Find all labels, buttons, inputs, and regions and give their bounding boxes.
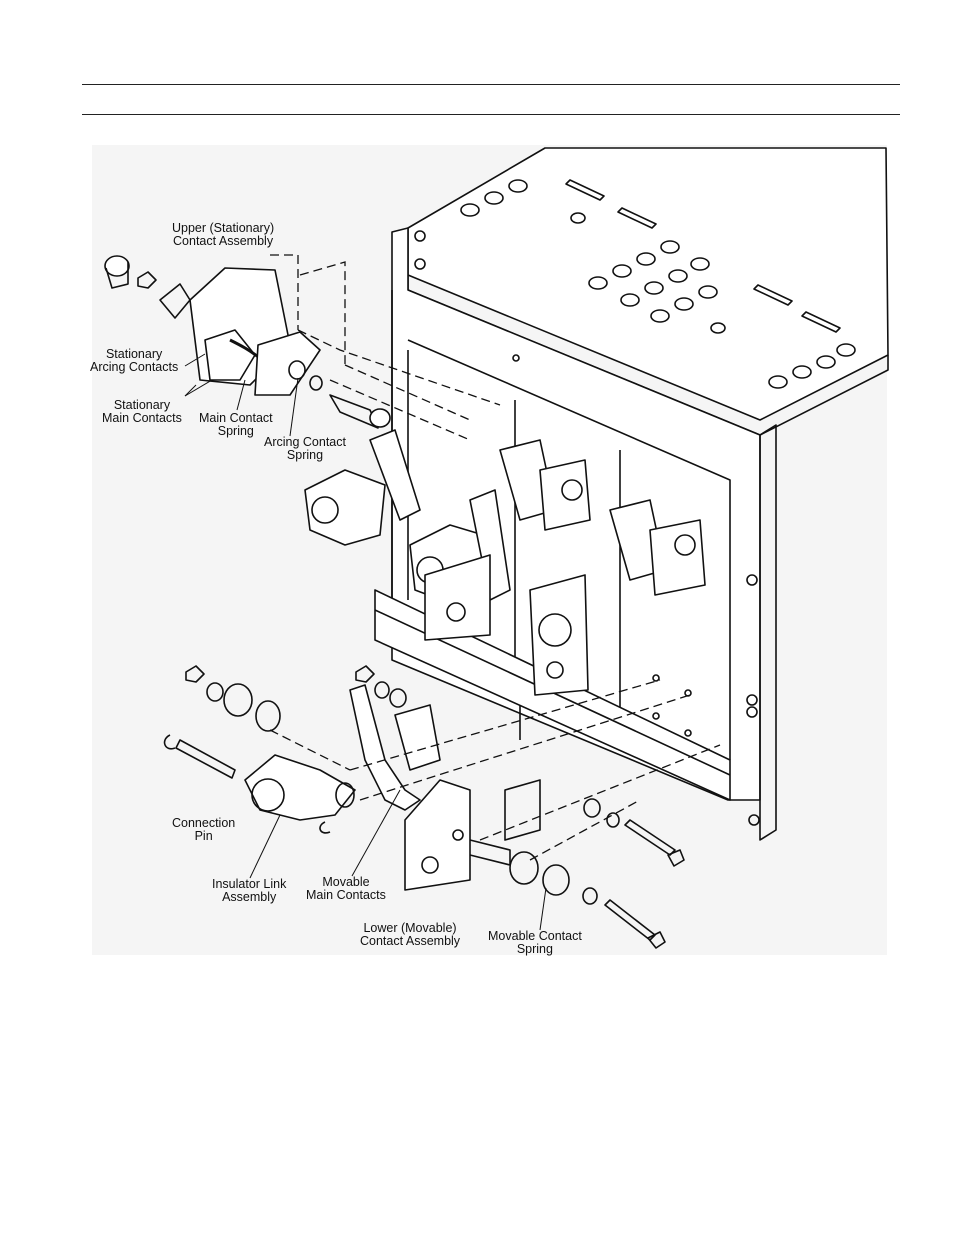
arcing-contact-spring-parts [288,360,391,429]
movable-plate-1 [424,554,491,641]
insulator-link-lower [244,754,356,821]
frame-bottom-rail [374,589,731,801]
header-rule-top [82,84,900,85]
top-plate-slots [565,179,841,333]
insulator-link-upper [304,429,421,546]
lower-contact-assembly [349,684,541,891]
leader-lines [184,353,547,931]
assembly-guide-lines [269,254,721,861]
upper-contact-assembly [104,255,321,396]
connection-pin [175,739,236,779]
frame-stationary-assemblies [499,439,706,596]
movable-plate-2 [529,574,589,696]
lower-right-hardware [509,798,685,949]
label-upper-assembly: Upper (Stationary)Contact Assembly [172,221,275,248]
top-plate-holes [460,179,856,389]
label-lower-assembly: Lower (Movable)Contact Assembly [360,921,461,948]
frame-holes [414,230,760,826]
header-rule-bottom [82,114,900,115]
lower-left-hardware [185,665,407,732]
